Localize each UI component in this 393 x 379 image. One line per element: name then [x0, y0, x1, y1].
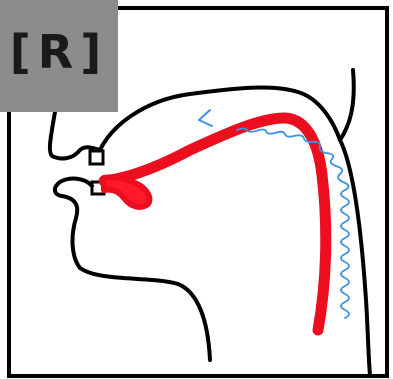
airflow-arrowhead: [199, 110, 212, 126]
tongue-tip: [104, 177, 149, 207]
sound-label-box: [R]: [0, 0, 118, 112]
sound-label: [R]: [10, 25, 108, 79]
airflow-line: [237, 129, 349, 319]
tongue-body: [104, 118, 326, 330]
upper-tooth: [90, 151, 103, 164]
